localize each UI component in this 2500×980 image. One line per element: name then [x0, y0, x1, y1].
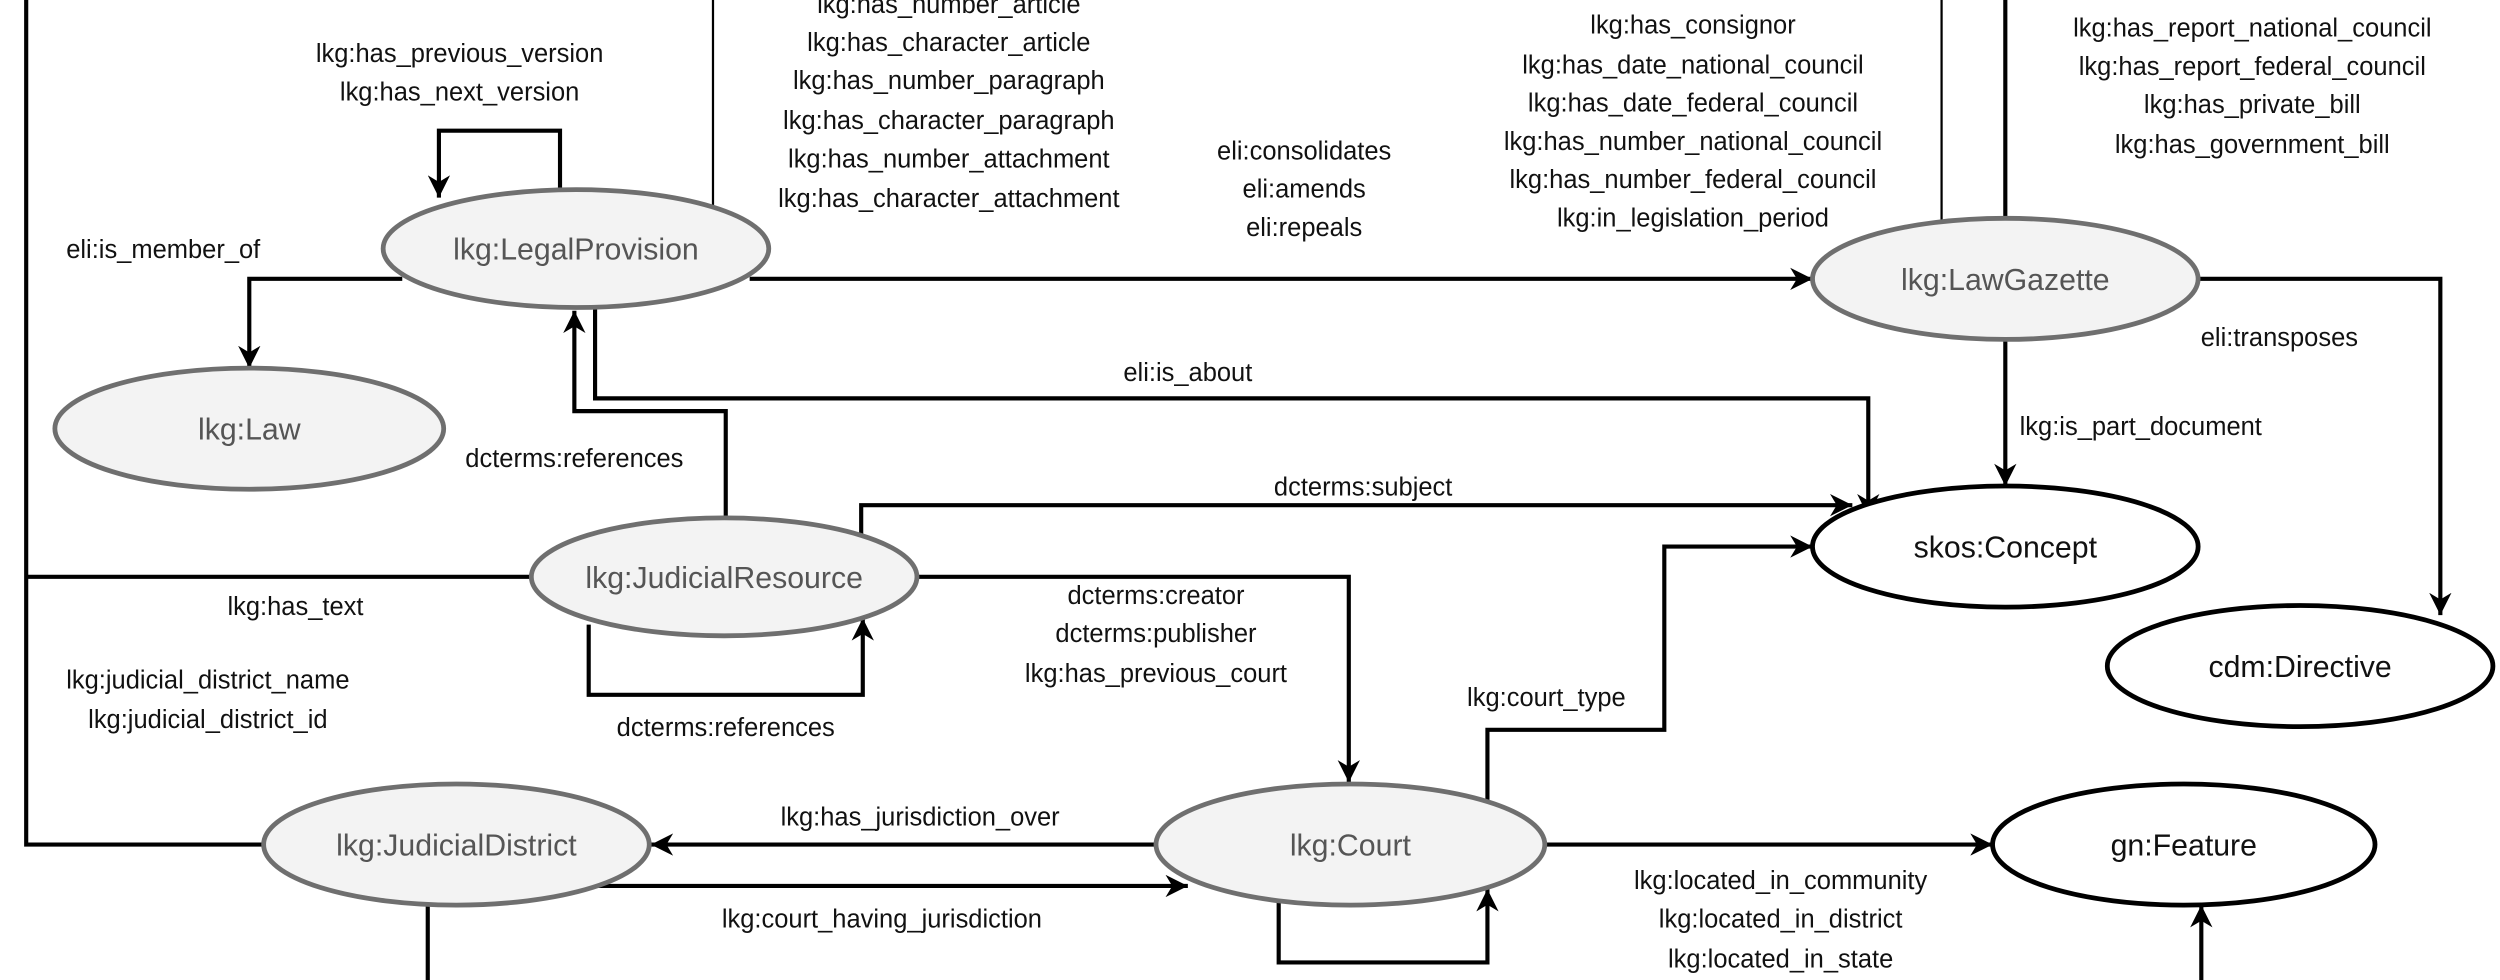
edge-label: lkg:has_character_article	[807, 29, 1090, 57]
node-label: skos:Concept	[1914, 532, 2098, 565]
edge-label: lkg:located_in_community	[1634, 867, 1927, 895]
edge-label: lkg:has_private_bill	[2144, 91, 2361, 119]
node-law-gazette: lkg:LawGazette	[1810, 215, 2201, 342]
label-consolidation: eli:consolidates eli:amends eli:repeals	[1217, 137, 1391, 241]
edge-label: lkg:has_number_federal_council	[1510, 166, 1877, 194]
label-district-attributes: lkg:judicial_district_name lkg:judicial_…	[66, 666, 349, 734]
node-judicial-resource: lkg:JudicialResource	[528, 515, 920, 639]
edge-label: lkg:has_date_national_council	[1522, 51, 1863, 79]
edge-label: lkg:judicial_district_id	[88, 706, 327, 734]
node-label: lkg:LawGazette	[1901, 264, 2110, 297]
edge-label: eli:consolidates	[1217, 137, 1391, 165]
edge-is-about	[593, 309, 1880, 517]
edge-left-border	[24, 0, 266, 847]
edge-label: lkg:has_number_article	[817, 0, 1080, 19]
label-transposes: eli:transposes	[2201, 324, 2358, 352]
node-cdm-directive: cdm:Directive	[2104, 603, 2496, 730]
node-label: gn:Feature	[2111, 830, 2257, 863]
edge-is-member-of	[238, 276, 403, 369]
node-label: lkg:LegalProvision	[453, 234, 699, 267]
label-is-member-of: eli:is_member_of	[66, 236, 261, 264]
edge-label: lkg:has_government_bill	[2115, 131, 2390, 159]
label-located: lkg:located_in_community lkg:located_in_…	[1634, 867, 1927, 973]
edge-label: lkg:has_number_attachment	[788, 145, 1110, 173]
edge-label: lkg:has_consignor	[1590, 11, 1796, 39]
label-gazette-attributes: lkg:has_consignor lkg:has_date_national_…	[1504, 11, 1882, 232]
edge-label: lkg:in_legislation_period	[1557, 204, 1829, 232]
label-has-text: lkg:has_text	[227, 593, 363, 621]
node-label: lkg:Court	[1290, 830, 1412, 863]
edge-label: lkg:located_in_state	[1668, 945, 1893, 973]
edge-court-loop	[1276, 889, 1499, 965]
edge-label: lkg:has_next_version	[340, 78, 579, 106]
node-label: lkg:JudicialDistrict	[336, 830, 577, 863]
edge-label: lkg:has_previous_version	[316, 40, 604, 68]
edge-label: dcterms:creator	[1067, 582, 1245, 610]
edge-label: dcterms:publisher	[1055, 620, 1257, 648]
node-law: lkg:Law	[52, 365, 447, 492]
edge-label: lkg:has_report_national_council	[2073, 15, 2431, 43]
label-court-type: lkg:court_type	[1467, 684, 1626, 712]
edge-label: lkg:judicial_district_name	[66, 666, 349, 694]
label-provision-attributes: lkg:has_number_article lkg:has_character…	[778, 0, 1119, 213]
node-gn-feature: gn:Feature	[1990, 781, 2378, 908]
edge-label: eli:amends	[1243, 176, 1366, 204]
edge-subject	[859, 493, 1853, 536]
node-label: cdm:Directive	[2208, 651, 2391, 684]
edge-version-loop	[427, 128, 563, 198]
label-court-having-jurisdiction: lkg:court_having_jurisdiction	[722, 905, 1042, 933]
edge-transposes	[2198, 276, 2452, 616]
node-label: lkg:JudicialResource	[585, 562, 863, 595]
node-judicial-district: lkg:JudicialDistrict	[261, 781, 652, 908]
edge-label: lkg:located_in_district	[1659, 905, 1903, 933]
edge-references-provision	[563, 310, 728, 518]
label-subject: dcterms:subject	[1274, 474, 1452, 502]
node-skos-concept: skos:Concept	[1810, 483, 2201, 610]
edge-references-self	[586, 618, 874, 697]
label-is-about: eli:is_about	[1123, 359, 1252, 387]
label-is-part-document: lkg:is_part_document	[2020, 413, 2262, 441]
edge-court-type	[1485, 535, 1813, 800]
edge-label: lkg:has_character_paragraph	[783, 107, 1115, 135]
edge-label: eli:repeals	[1246, 214, 1362, 242]
label-creator: dcterms:creator dcterms:publisher lkg:ha…	[1025, 582, 1287, 688]
label-references-provision: dcterms:references	[465, 445, 683, 473]
edge-creator	[916, 574, 1360, 783]
label-gazette-reports: lkg:has_report_national_council lkg:has_…	[2073, 15, 2431, 159]
edge-label: lkg:has_number_paragraph	[793, 67, 1105, 95]
edge-label: lkg:has_report_federal_council	[2079, 53, 2426, 81]
edge-label: lkg:has_date_federal_council	[1528, 90, 1858, 118]
node-legal-provision: lkg:LegalProvision	[380, 187, 772, 310]
node-court: lkg:Court	[1153, 781, 1548, 908]
edge-label: lkg:has_character_attachment	[778, 185, 1119, 213]
label-version: lkg:has_previous_version lkg:has_next_ve…	[316, 40, 604, 106]
edge-label: lkg:has_number_national_council	[1504, 128, 1882, 156]
node-label: lkg:Law	[198, 414, 301, 447]
label-has-jurisdiction-over: lkg:has_jurisdiction_over	[781, 803, 1061, 831]
edge-label: lkg:has_previous_court	[1025, 660, 1287, 688]
label-references-self: dcterms:references	[617, 714, 835, 742]
